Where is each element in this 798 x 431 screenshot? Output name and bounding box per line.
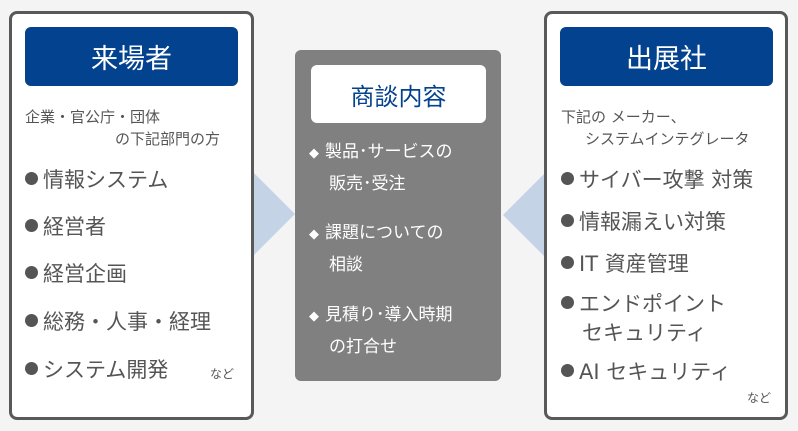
- exhibitor-item: エンドポイントセキュリティ: [561, 290, 726, 348]
- negotiation-title: 商談内容: [311, 65, 486, 123]
- item-line1: 製品･サービスの: [325, 142, 453, 162]
- diamond-icon: ◆: [309, 227, 319, 242]
- bullet-icon: [561, 364, 574, 377]
- item-label: 情報システム: [43, 168, 169, 192]
- arrow-right: [253, 172, 295, 256]
- visitors-title: 来場者: [25, 27, 238, 86]
- item-label-2: セキュリティ: [582, 321, 707, 345]
- exhibitor-item: サイバー攻撃 対策: [561, 164, 753, 194]
- bullet-icon: [25, 362, 38, 375]
- visitors-etc: など: [210, 367, 235, 381]
- item-label: 情報漏えい対策: [579, 210, 726, 234]
- item-label: エンドポイント: [579, 292, 726, 316]
- visitor-item: 情報システム: [25, 164, 168, 194]
- bullet-icon: [25, 219, 38, 232]
- diamond-icon: ◆: [309, 146, 319, 161]
- visitor-item: 総務・人事・経理: [25, 306, 211, 336]
- visitor-item: 経営者: [25, 211, 106, 241]
- item-line1: 見積り･導入時期: [325, 305, 453, 325]
- exhibitors-panel: 出展社 下記の メーカー、 システムインテグレータ サイバー攻撃 対策 情報漏え…: [544, 11, 788, 420]
- bullet-icon: [561, 214, 574, 227]
- exhibitor-item: AI セキュリティ: [561, 356, 731, 386]
- item-label: IT 資産管理: [579, 252, 689, 276]
- item-label: システム開発: [43, 358, 169, 382]
- arrow-left: [503, 172, 546, 258]
- item-label: 総務・人事・経理: [43, 310, 211, 334]
- bullet-icon: [561, 296, 574, 309]
- item-label: 経営者: [43, 215, 106, 239]
- visitor-item: システム開発: [25, 354, 168, 384]
- negotiation-item: ◆ 製品･サービスの販売･受注: [309, 137, 494, 199]
- exhibitors-subtitle-1: 下記の メーカー、: [561, 108, 686, 126]
- visitors-subtitle-1: 企業・官公庁・団体: [25, 108, 161, 126]
- item-label: 経営企画: [43, 262, 127, 286]
- exhibitors-subtitle-2: システムインテグレータ: [585, 130, 750, 148]
- diamond-icon: ◆: [309, 309, 319, 324]
- exhibitors-title: 出展社: [560, 27, 773, 86]
- visitors-panel: 来場者 企業・官公庁・団体 の下記部門の方 情報システム 経営者 経営企画 総務…: [9, 11, 254, 420]
- item-label: AI セキュリティ: [579, 360, 731, 384]
- bullet-icon: [25, 314, 38, 327]
- negotiation-item: ◆ 見積り･導入時期の打合せ: [309, 300, 494, 362]
- negotiation-panel: 商談内容 ◆ 製品･サービスの販売･受注 ◆ 課題についての相談 ◆ 見積り･導入時期…: [295, 50, 501, 381]
- item-line2: 販売･受注: [329, 174, 406, 194]
- bullet-icon: [561, 256, 574, 269]
- item-line2: 相談: [329, 255, 363, 275]
- item-line2: の打合せ: [329, 337, 397, 357]
- exhibitor-item: 情報漏えい対策: [561, 206, 726, 236]
- visitors-subtitle-2: の下記部門の方: [115, 130, 221, 148]
- exhibitor-item: IT 資産管理: [561, 248, 689, 278]
- bullet-icon: [561, 172, 574, 185]
- item-label: サイバー攻撃 対策: [579, 168, 754, 192]
- bullet-icon: [25, 172, 38, 185]
- negotiation-item: ◆ 課題についての相談: [309, 218, 494, 280]
- bullet-icon: [25, 266, 38, 279]
- item-line1: 課題についての: [325, 223, 444, 243]
- exhibitors-etc: など: [747, 391, 772, 405]
- visitor-item: 経営企画: [25, 258, 127, 288]
